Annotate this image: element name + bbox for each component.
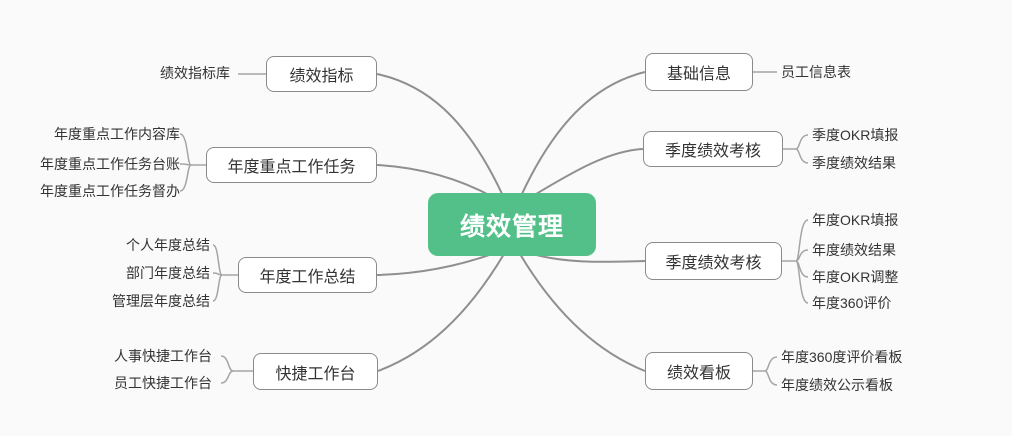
branch-curve-left-1 — [376, 73, 504, 197]
leaf-connector — [220, 370, 234, 384]
branch-curve-left-4 — [377, 253, 505, 372]
left-branch-3-node[interactable]: 年度工作总结 — [238, 257, 377, 293]
leaf-node[interactable]: 季度绩效结果 — [812, 155, 896, 171]
branch-curve-right-4 — [519, 253, 646, 372]
leaf-node[interactable]: 年度重点工作任务台账 — [40, 156, 180, 172]
leaf-node[interactable]: 个人年度总结 — [126, 237, 210, 253]
leaf-node[interactable]: 季度OKR填报 — [812, 127, 899, 143]
leaf-node[interactable]: 部门年度总结 — [126, 265, 210, 281]
leaf-node[interactable]: 年度360度评价看板 — [781, 349, 903, 365]
leaf-node[interactable]: 管理层年度总结 — [112, 293, 210, 309]
leaf-node[interactable]: 员工信息表 — [781, 64, 851, 80]
leaf-node[interactable]: 年度重点工作任务督办 — [40, 183, 180, 199]
right-branch-4-node[interactable]: 绩效看板 — [645, 352, 753, 390]
right-branch-2-node[interactable]: 季度绩效考核 — [643, 131, 783, 167]
leaf-connector — [179, 133, 192, 166]
leaf-connector — [795, 134, 809, 150]
leaf-connector — [764, 356, 778, 372]
leaf-node[interactable]: 年度绩效公示看板 — [781, 377, 893, 393]
branch-curve-right-2 — [530, 148, 644, 198]
root-node[interactable]: 绩效管理 — [428, 193, 596, 256]
branch-curve-left-2 — [376, 164, 494, 198]
left-branch-1-node[interactable]: 绩效指标 — [266, 56, 377, 92]
leaf-connector — [212, 244, 223, 276]
leaf-connector — [220, 355, 234, 372]
right-branch-1-node[interactable]: 基础信息 — [645, 53, 753, 91]
leaf-node[interactable]: 年度绩效结果 — [812, 242, 896, 258]
left-branch-4-node[interactable]: 快捷工作台 — [253, 353, 378, 390]
leaf-node[interactable]: 年度360评价 — [812, 295, 892, 311]
leaf-connector — [212, 274, 223, 302]
leaf-node[interactable]: 年度OKR调整 — [812, 269, 899, 285]
left-branch-2-node[interactable]: 年度重点工作任务 — [206, 147, 377, 183]
leaf-connector — [795, 148, 809, 164]
leaf-node[interactable]: 员工快捷工作台 — [114, 375, 212, 391]
right-branch-3-node[interactable]: 季度绩效考核 — [645, 242, 782, 280]
leaf-node[interactable]: 年度OKR填报 — [812, 212, 899, 228]
leaf-node[interactable]: 年度重点工作内容库 — [54, 126, 180, 142]
branch-curve-right-3 — [528, 252, 646, 263]
leaf-node[interactable]: 人事快捷工作台 — [114, 348, 212, 364]
leaf-connector — [795, 219, 809, 262]
leaf-connector — [764, 370, 778, 386]
leaf-node[interactable]: 绩效指标库 — [160, 65, 230, 81]
leaf-connector — [795, 260, 809, 304]
leaf-connector — [179, 163, 192, 166]
branch-curve-left-3 — [376, 252, 496, 276]
branch-curve-right-1 — [520, 71, 646, 197]
leaf-connector — [179, 164, 192, 192]
